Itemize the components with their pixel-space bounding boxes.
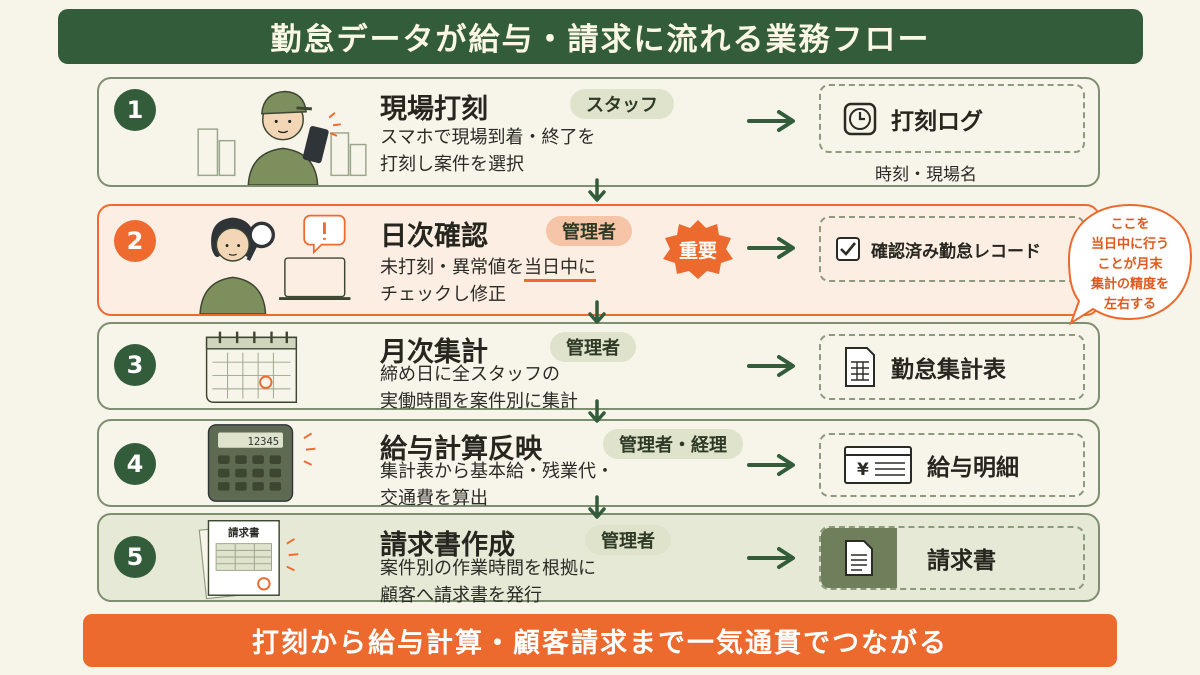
role-badge: 管理者 — [546, 216, 632, 246]
step-description: 集計表から基本給・残業代・ 交通費を算出 — [380, 458, 614, 512]
step-title: 給与計算反映 — [380, 434, 542, 465]
step-row-5: 5 請求書 請求書作成 管理者 案件別の作業時間を根拠に 顧客へ請求書を発行 請… — [97, 513, 1100, 606]
svg-text:¥: ¥ — [857, 460, 869, 480]
desc-line: 案件別の作業時間を根拠に — [380, 558, 596, 579]
down-arrow-icon — [588, 495, 606, 519]
right-arrow-icon — [747, 454, 795, 476]
down-arrow-icon — [588, 399, 606, 423]
callout-bubble — [1067, 203, 1193, 326]
step-number: 5 — [114, 536, 156, 578]
step-description: 未打刻・異常値を当日中に チェックし修正 — [380, 254, 596, 308]
step-row-3: 3 月次集計 管理者 締め日に全スタッフの 実働時間を案件別に集計 勤怠集計表 — [97, 322, 1100, 412]
invoice-doc-title: 請求書 — [228, 526, 260, 539]
down-arrow-icon — [588, 300, 606, 324]
clock-icon — [843, 102, 877, 135]
callout-line: 左右する — [1103, 297, 1156, 312]
callout-line: ここを — [1110, 217, 1150, 232]
desc-line: チェックし修正 — [380, 284, 506, 305]
document-icon-tile — [821, 528, 897, 588]
step-title: 請求書作成 — [380, 530, 515, 561]
output-label: 請求書 — [927, 548, 996, 574]
step-title: 現場打刻 — [380, 94, 488, 125]
callout-line: ことが月末 — [1097, 257, 1163, 272]
output-label: 打刻ログ — [891, 108, 983, 135]
output-box: 打刻ログ — [819, 84, 1085, 153]
desc-line: 未打刻・異常値を当日中に — [380, 254, 596, 282]
title-banner: 勤怠データが給与・請求に流れる業務フロー — [58, 9, 1143, 64]
important-badge-label: 重要 — [678, 239, 717, 262]
manager-with-magnifier-illustration — [199, 214, 351, 314]
summary-text: 打刻から給与計算・顧客請求まで一気通貫でつながる — [252, 628, 948, 659]
output-box: ¥ 給与明細 — [819, 433, 1085, 497]
document-icon — [845, 540, 873, 576]
step-number: 4 — [114, 443, 156, 485]
desc-text: 未打刻・異常値を — [380, 257, 524, 278]
callout-line: 当日中に行う — [1090, 237, 1169, 252]
role-badge: 管理者 — [585, 525, 671, 555]
desc-line: 実働時間を案件別に集計 — [380, 391, 578, 412]
desc-line: 顧客へ請求書を発行 — [380, 585, 542, 606]
output-label: 確認済み勤怠レコード — [871, 241, 1041, 262]
right-arrow-icon — [747, 547, 795, 569]
invoice-illustration: 請求書 — [198, 520, 299, 600]
desc-line: 打刻し案件を選択 — [380, 154, 524, 175]
page-title: 勤怠データが給与・請求に流れる業務フロー — [270, 22, 931, 58]
desc-line: スマホで現場到着・終了を — [380, 127, 596, 148]
starburst-icon — [663, 220, 733, 279]
summary-banner: 打刻から給与計算・顧客請求まで一気通貫でつながる — [83, 614, 1117, 667]
down-arrow-icon — [588, 178, 606, 202]
step-number: 2 — [114, 220, 156, 262]
output-sublabel: 時刻・現場名 — [875, 165, 977, 185]
role-badge: 管理者・経理 — [603, 429, 743, 459]
callout-text: ここを 当日中に行う ことが月末 集計の精度を 左右する — [1063, 215, 1197, 315]
worker-with-phone-illustration — [197, 90, 367, 185]
role-badge: スタッフ — [570, 89, 674, 119]
right-arrow-icon — [747, 237, 795, 259]
step-row-1: 1 現場打刻 スタッフ スマホで現場到着・終了を 打刻し案件を選択 打刻ログ 時… — [97, 77, 1100, 187]
important-badge: 重要 — [661, 218, 735, 280]
output-box: 確認済み勤怠レコード — [819, 216, 1085, 282]
step-title: 日次確認 — [380, 221, 488, 252]
callout-line: 集計の精度を — [1090, 277, 1169, 292]
step-description: 締め日に全スタッフの 実働時間を案件別に集計 — [380, 361, 578, 415]
spreadsheet-icon — [845, 347, 875, 387]
right-arrow-icon — [747, 355, 795, 377]
payslip-icon: ¥ — [844, 446, 912, 484]
checkbox-icon — [836, 237, 860, 261]
role-badge: 管理者 — [550, 332, 636, 362]
desc-line: 締め日に全スタッフの — [380, 364, 560, 385]
right-arrow-icon — [747, 110, 795, 132]
step-description: 案件別の作業時間を根拠に 顧客へ請求書を発行 — [380, 555, 596, 609]
desc-line: 交通費を算出 — [380, 488, 488, 509]
step-number: 1 — [114, 89, 156, 131]
output-box: 勤怠集計表 — [819, 334, 1085, 400]
output-label: 給与明細 — [927, 455, 1019, 481]
output-label: 勤怠集計表 — [891, 357, 1006, 383]
calendar-illustration — [205, 331, 298, 403]
step-row-4: 4 12345 給与計算反映 管理者・経理 集計表から基本給・残業代・ 交通費を… — [97, 419, 1100, 509]
step-title: 月次集計 — [380, 337, 488, 368]
calculator-display: 12345 — [248, 436, 280, 448]
step-number: 3 — [114, 344, 156, 386]
output-box: 請求書 — [819, 526, 1085, 590]
desc-line: 集計表から基本給・残業代・ — [380, 461, 614, 482]
emphasis-text: 当日中に — [524, 257, 596, 282]
calculator-illustration: 12345 — [207, 424, 316, 502]
step-description: スマホで現場到着・終了を 打刻し案件を選択 — [380, 124, 595, 178]
